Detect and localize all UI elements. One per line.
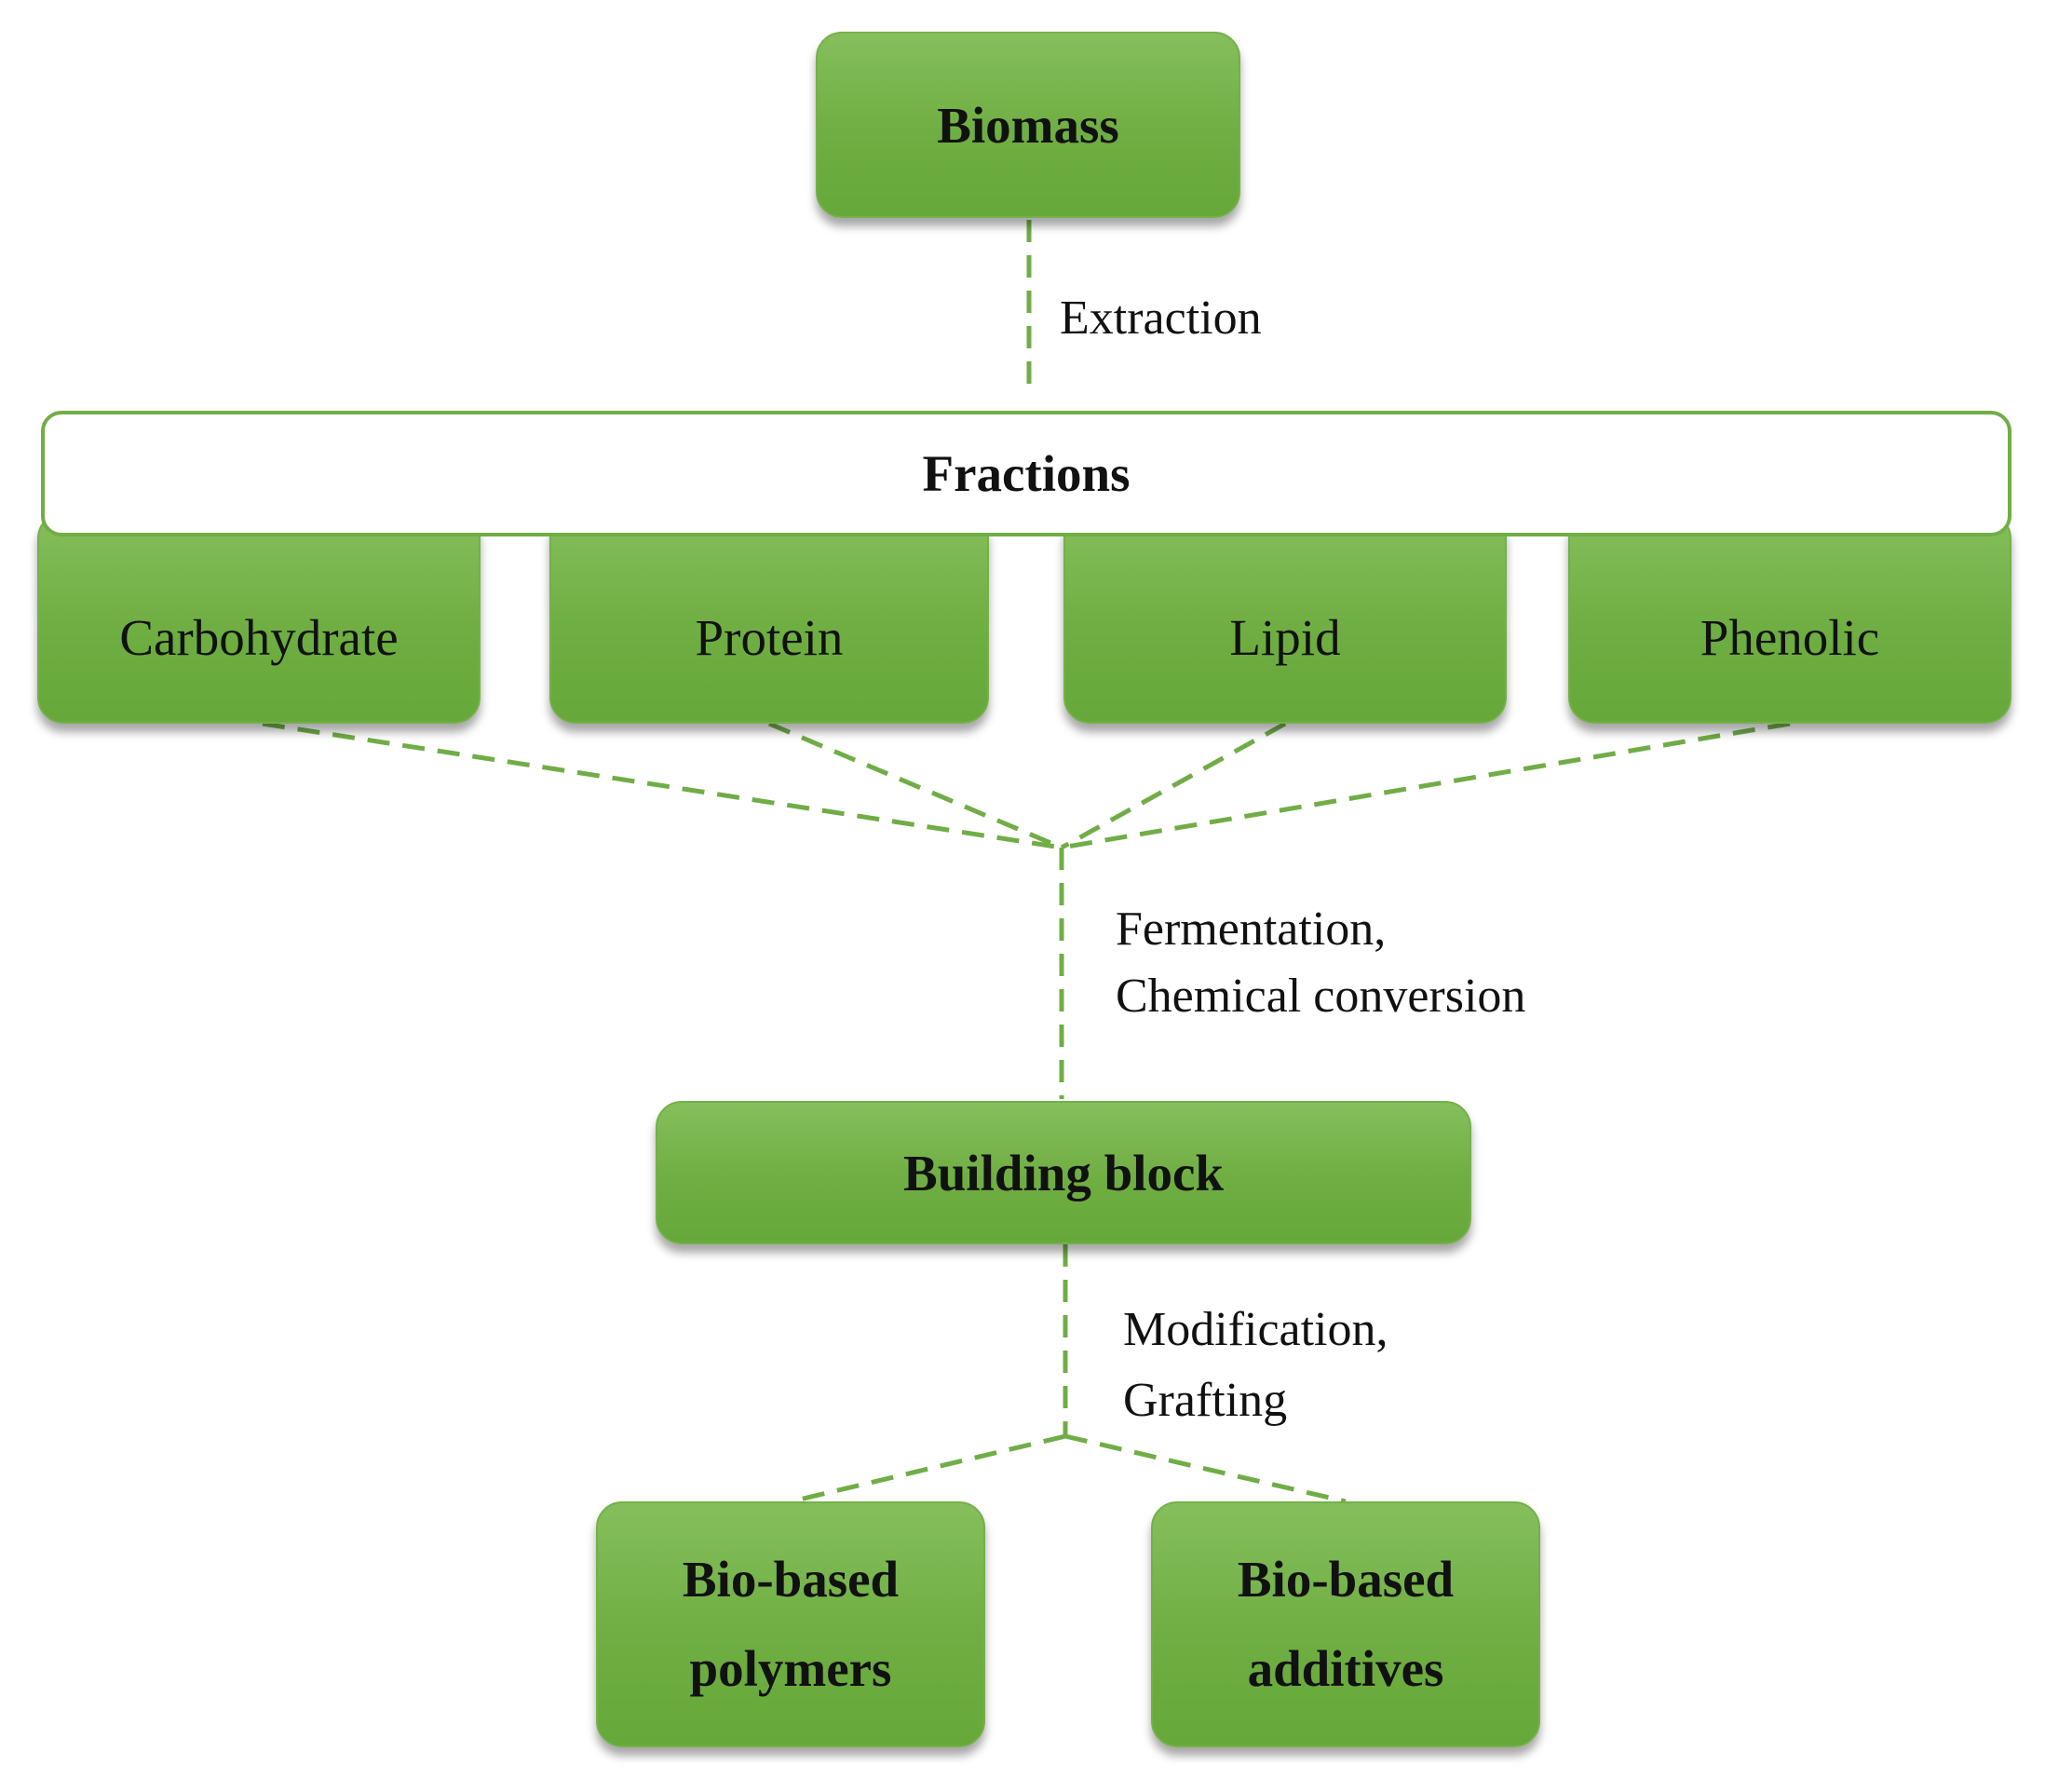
lipid-label: Lipid	[1229, 609, 1341, 666]
biomass-label: Biomass	[937, 96, 1119, 154]
lipid-node: Lipid	[1063, 512, 1507, 724]
polymers-line-1: Bio-based	[682, 1551, 900, 1608]
protein-label: Protein	[695, 609, 844, 666]
carbohydrate-node: Carbohydrate	[37, 512, 481, 724]
phenolic-node: Phenolic	[1568, 512, 2011, 724]
building-block-label: Building block	[903, 1144, 1224, 1201]
connector-lipid	[1060, 721, 1287, 850]
fractions-label: Fractions	[922, 445, 1131, 502]
connector-polymers	[791, 1433, 1066, 1504]
connector-phenolic	[1061, 721, 1791, 850]
additives-line-1: Bio-based	[1237, 1551, 1455, 1608]
protein-node: Protein	[549, 512, 989, 724]
biomass-node: Biomass	[816, 32, 1240, 218]
conversion-label: Fermentation, Chemical conversion	[1116, 903, 1526, 1023]
connector-protein	[768, 721, 1063, 850]
connector-additives	[1064, 1433, 1347, 1504]
bio-based-polymers-node: Bio-based polymers	[596, 1501, 985, 1747]
building-block-node: Building block	[656, 1101, 1471, 1244]
carbohydrate-label: Carbohydrate	[119, 609, 399, 666]
polymers-line-2: polymers	[689, 1640, 892, 1697]
additives-line-2: additives	[1247, 1640, 1444, 1697]
bio-based-additives-node: Bio-based additives	[1151, 1501, 1540, 1747]
extraction-label: Extraction	[1060, 292, 1262, 345]
modification-label: Modification, Grafting	[1123, 1303, 1388, 1427]
fractions-header: Fractions	[41, 411, 2011, 536]
connector-carbohydrate	[262, 721, 1063, 850]
phenolic-label: Phenolic	[1700, 609, 1880, 666]
